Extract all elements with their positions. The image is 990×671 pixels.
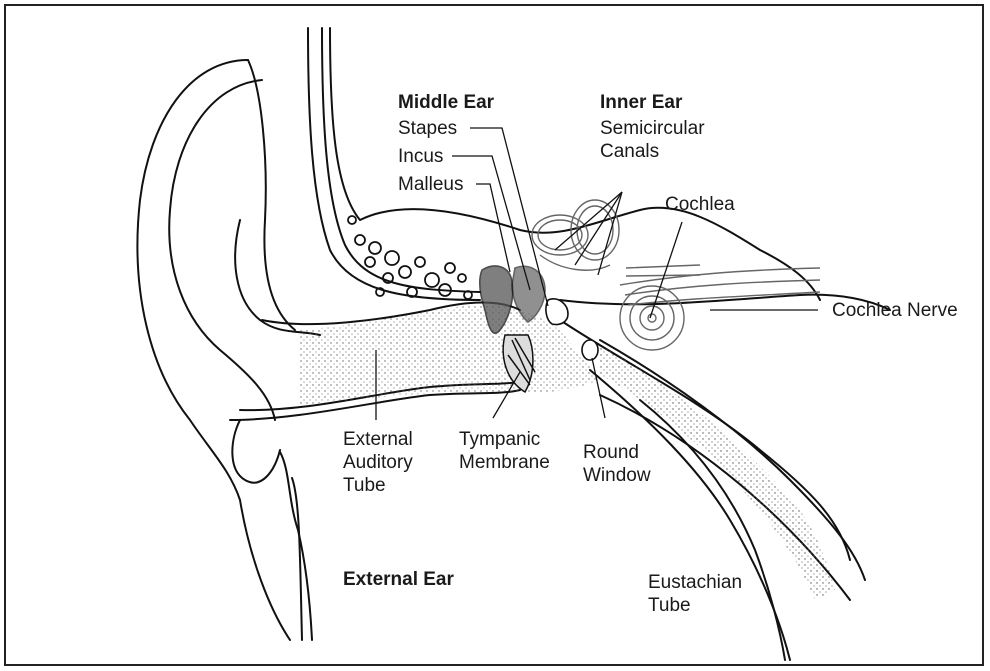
concha-curve: [235, 220, 320, 335]
pinna-outline: [137, 60, 290, 640]
round-window-shape: [582, 340, 598, 360]
label-external-ear: External Ear: [343, 568, 454, 591]
label-cochlea: Cochlea: [665, 193, 735, 216]
pinna-inner-rim: [169, 80, 275, 420]
label-cochlea-nerve: Cochlea Nerve: [832, 299, 958, 322]
label-incus: Incus: [398, 145, 443, 168]
label-stapes: Stapes: [398, 117, 457, 140]
stapes-shape: [546, 299, 568, 325]
label-tympanic-membrane: Tympanic Membrane: [459, 428, 550, 474]
mastoid-cells: [348, 216, 472, 299]
label-eustachian-tube: Eustachian Tube: [648, 571, 742, 617]
pinna-fold: [248, 60, 295, 330]
lobule: [232, 420, 280, 483]
label-malleus: Malleus: [398, 173, 463, 196]
label-inner-ear: Inner Ear: [600, 91, 682, 114]
label-round-window: Round Window: [583, 441, 651, 487]
antitragus: [280, 452, 312, 640]
label-middle-ear: Middle Ear: [398, 91, 494, 114]
label-external-auditory-tube: External Auditory Tube: [343, 428, 413, 497]
inner-ear-structures: [532, 200, 820, 350]
label-semicircular-canals: Semicircular Canals: [600, 117, 705, 163]
